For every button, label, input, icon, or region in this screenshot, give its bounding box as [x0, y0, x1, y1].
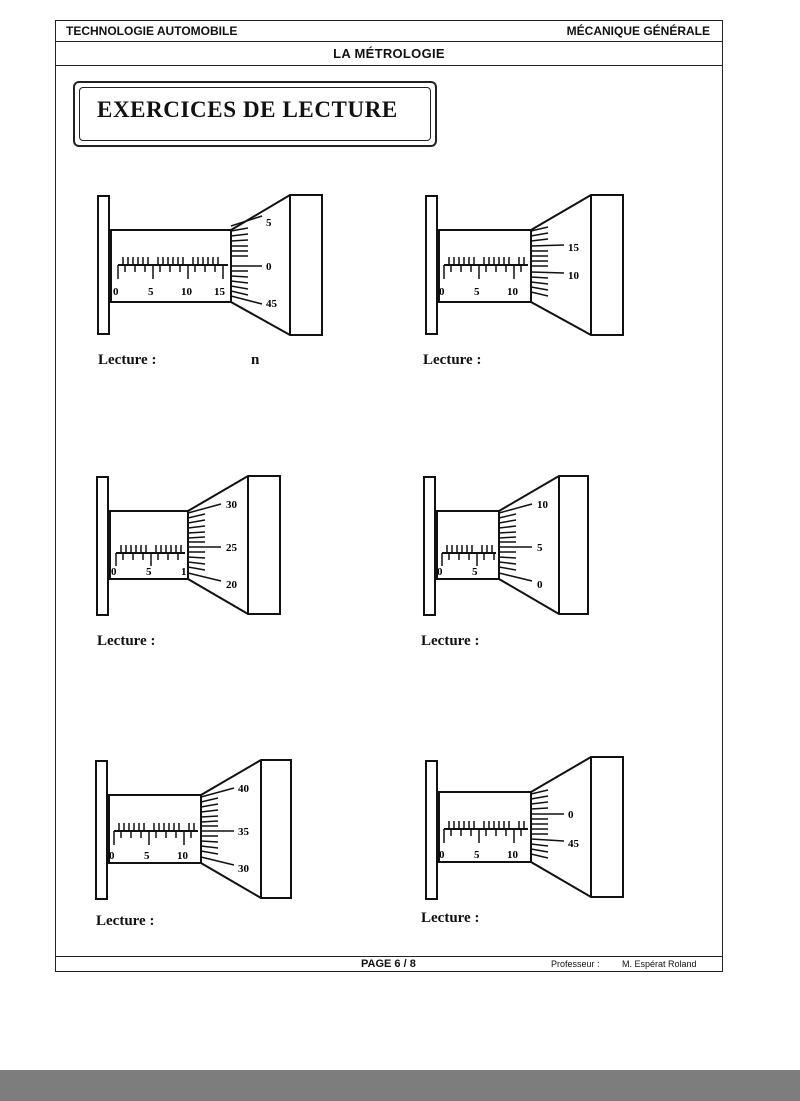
thimble-number: 25	[226, 542, 238, 554]
professor-label: Professeur :	[551, 959, 600, 969]
thimble-number: 5	[266, 217, 272, 229]
sleeve-number: 5	[474, 286, 480, 298]
professor-name: M. Espérat Roland	[622, 959, 697, 969]
page-number: PAGE 6 / 8	[361, 958, 416, 970]
lecture-label: Lecture :	[97, 633, 156, 649]
title-box: EXERCICES DE LECTURE	[73, 81, 437, 147]
thimble-number: 20	[226, 579, 238, 591]
handwritten-mark: n	[251, 352, 260, 368]
thimble-number: 10	[568, 270, 580, 282]
sleeve-number: 0	[439, 286, 445, 298]
page-subtitle: LA MÉTROLOGIE	[333, 46, 445, 61]
footer-bar: PAGE 6 / 8 Professeur : M. Espérat Rolan…	[55, 956, 723, 972]
sleeve-number: 15	[214, 286, 226, 298]
thimble-number: 10	[537, 499, 549, 511]
micrometer-figure-6: 0 5 10 0 45	[425, 756, 624, 900]
micrometer-figure-5: 0 5 10 40 35 30	[95, 759, 292, 900]
micrometer-figure-1: 0 5 10 15 5 0 45	[97, 194, 323, 336]
sleeve-number: 0	[113, 286, 119, 298]
lecture-label: Lecture :	[421, 633, 480, 649]
thimble-number: 0	[266, 261, 272, 273]
thimble-number: 35	[238, 826, 250, 838]
sleeve-number: 1	[181, 566, 187, 578]
header-left-title: TECHNOLOGIE AUTOMOBILE	[66, 24, 238, 38]
sleeve-number: 0	[439, 849, 445, 861]
sleeve-number: 0	[109, 850, 115, 862]
title-box-inner-border	[79, 87, 431, 141]
micrometer-figure-4: 0 5 10 5 0	[423, 475, 589, 616]
sleeve-number: 0	[437, 566, 443, 578]
header-right-title: MÉCANIQUE GÉNÉRALE	[566, 24, 710, 38]
micrometer-figure-3: 0 5 1 30 25 20	[96, 475, 281, 616]
sleeve-number: 5	[144, 850, 150, 862]
sleeve-number: 5	[472, 566, 478, 578]
lecture-label: Lecture :	[423, 352, 482, 368]
thimble-number: 0	[537, 579, 543, 591]
lecture-label: Lecture :	[96, 913, 155, 929]
sleeve-number: 5	[146, 566, 152, 578]
thimble-number: 30	[226, 499, 238, 511]
subtitle-bar: LA MÉTROLOGIE	[55, 42, 723, 66]
lecture-label: Lecture :	[98, 352, 157, 368]
header-bar: TECHNOLOGIE AUTOMOBILE MÉCANIQUE GÉNÉRAL…	[55, 20, 723, 42]
sleeve-number: 5	[474, 849, 480, 861]
thimble-number: 40	[238, 783, 250, 795]
micrometer-figure-2: 0 5 10 15 10	[425, 194, 624, 336]
sleeve-number: 10	[181, 286, 193, 298]
lecture-label: Lecture :	[421, 910, 480, 926]
sleeve-number: 10	[507, 849, 519, 861]
thimble-number: 45	[266, 298, 278, 310]
sleeve-number: 0	[111, 566, 117, 578]
sleeve-number: 10	[507, 286, 519, 298]
thimble-number: 30	[238, 863, 250, 875]
thimble-number: 0	[568, 809, 574, 821]
scan-edge-band	[0, 1070, 800, 1101]
sleeve-number: 10	[177, 850, 189, 862]
sleeve-number: 5	[148, 286, 154, 298]
thimble-number: 45	[568, 838, 580, 850]
page-title: EXERCICES DE LECTURE	[97, 97, 398, 122]
thimble-number: 15	[568, 242, 580, 254]
thimble-number: 5	[537, 542, 543, 554]
content-frame	[55, 66, 723, 956]
